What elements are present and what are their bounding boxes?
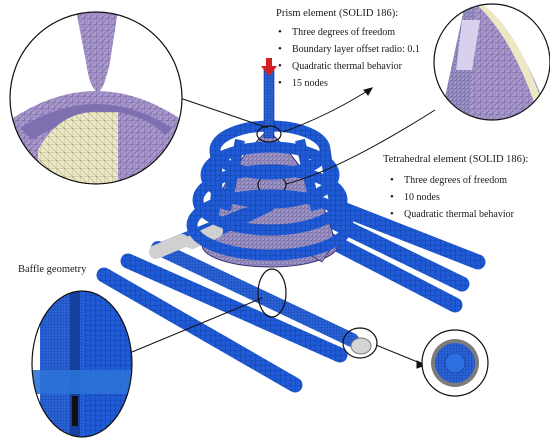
prism-bullet: Boundary layer offset radio: 0.1 [276,41,420,58]
tetra-zoom-inset [433,3,550,121]
tetra-bullet: Quadratic thermal behavior [388,206,514,223]
baffle-callout-ellipse [257,268,287,318]
prism-bullet: Quadratic thermal behavior [276,58,420,75]
bottom-pipe-1 [96,267,303,393]
prism-callout-circle [256,125,282,143]
tetra-title: Tetrahedral element (SOLID 186): [383,154,529,165]
bottom-pipe-3 [151,241,359,347]
pipe-end-callout-ellipse [342,327,378,359]
tetra-bullet-list: Three degrees of freedom 10 nodes Quadra… [388,172,514,223]
grey-inlet-cap-1 [149,234,189,259]
tetra-bullet: 10 nodes [388,189,514,206]
bottom-pipe-2 [120,253,348,363]
prism-bullet-list: Three degrees of freedom Boundary layer … [276,24,420,92]
bottom-pipes [96,241,372,393]
right-pipes [302,202,486,313]
baffle-title: Baffle geometry [18,264,87,275]
prism-zoom-inset [9,11,183,185]
prism-title: Prism element (SOLID 186): [276,8,399,19]
flow-arrow-icon [261,58,277,76]
prism-bullet: 15 nodes [276,75,420,92]
baffle-zoom-inset [31,290,133,438]
prism-bullet: Three degrees of freedom [276,24,420,41]
right-pipe-3 [337,202,486,270]
pipe-end-zoom-inset [421,329,489,397]
pipe-end-cap [350,337,372,355]
tetra-bullet: Three degrees of freedom [388,172,514,189]
